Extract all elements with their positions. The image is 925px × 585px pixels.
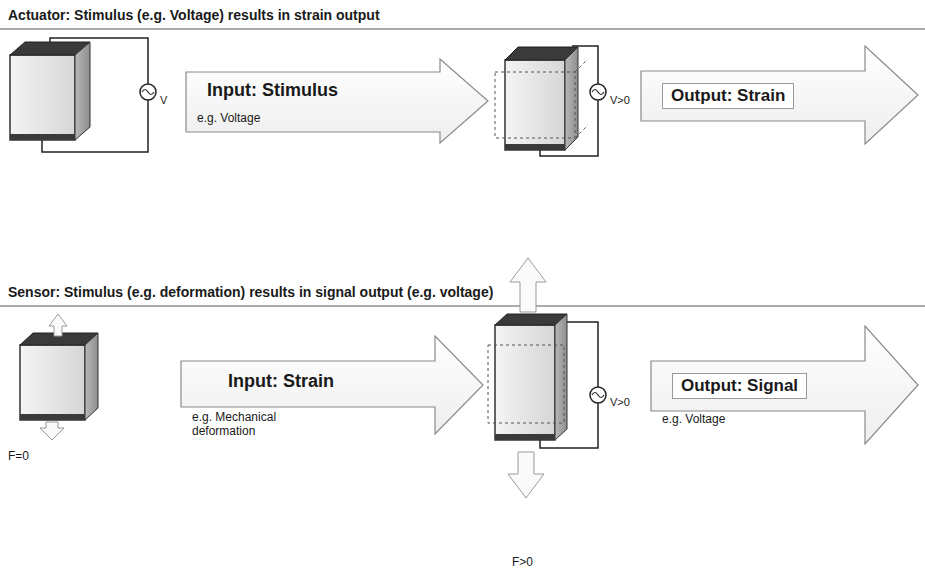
arrow-title: Input: Strain xyxy=(228,371,334,392)
piezo-cube xyxy=(10,38,156,152)
section-heading: Sensor: Stimulus (e.g. deformation) resu… xyxy=(8,284,493,300)
piezo-cube-strained xyxy=(488,258,606,498)
arrow-title: Input: Stimulus xyxy=(207,80,338,101)
symbol-label: F>0 xyxy=(512,556,533,570)
section-heading: Actuator: Stimulus (e.g. Voltage) result… xyxy=(8,7,380,23)
arrow-note: e.g. Mechanical deformation xyxy=(192,411,307,439)
symbol-label: V xyxy=(160,94,167,107)
arrow-title: Output: Signal xyxy=(672,373,807,399)
arrow-title: Output: Strain xyxy=(662,83,794,109)
symbol-label: V>0 xyxy=(610,94,630,107)
arrow-note: e.g. Voltage xyxy=(197,112,260,126)
piezo-cube xyxy=(20,314,98,440)
arrow-outline xyxy=(651,326,918,444)
symbol-label: F=0 xyxy=(8,450,29,464)
symbol-label: V>0 xyxy=(610,396,630,409)
arrow-outline xyxy=(186,59,488,143)
block-arrow: Output: Signal e.g. Voltage xyxy=(650,325,920,445)
block-arrow xyxy=(185,58,490,144)
heading-rule xyxy=(0,29,925,30)
arrow-outline xyxy=(641,46,918,144)
block-arrow: Input: Straine.g. Mechanical deformation xyxy=(180,335,485,435)
block-arrow: Output: Strain xyxy=(640,45,920,145)
piezo-cube-strained xyxy=(495,46,606,156)
arrow-note: e.g. Voltage xyxy=(662,413,725,427)
block-arrow: Input: Stimulus e.g. Voltage xyxy=(185,58,490,144)
heading-rule xyxy=(0,306,925,307)
